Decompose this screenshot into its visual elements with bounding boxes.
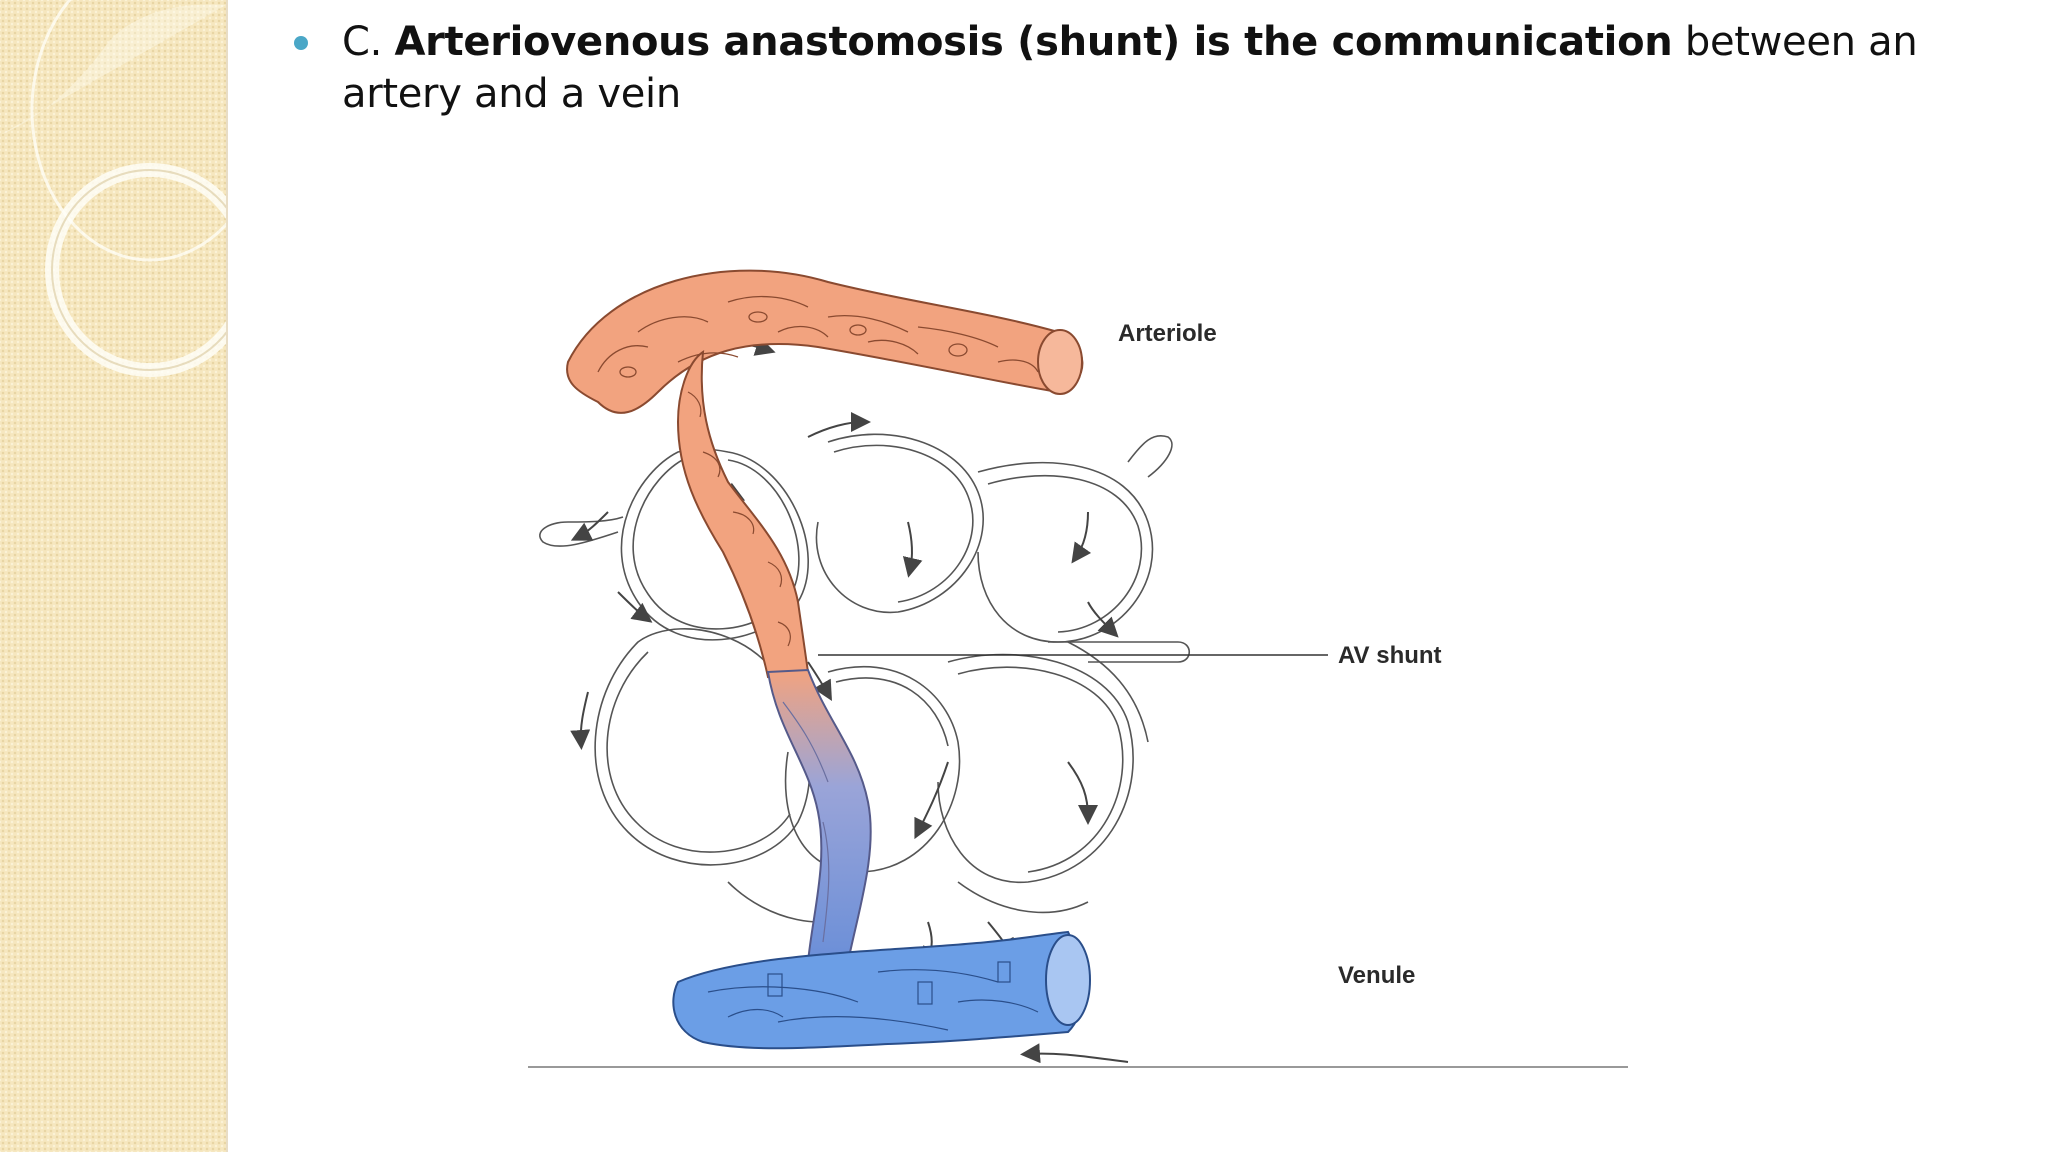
sidebar-rings-decoration bbox=[0, 0, 226, 377]
arteriole-vessel bbox=[566, 269, 1084, 679]
venule-vessel bbox=[672, 930, 1091, 1050]
decorative-sidebar bbox=[0, 0, 228, 1152]
capillary-network bbox=[539, 433, 1191, 923]
arteriole-label: Arteriole bbox=[1118, 320, 1217, 347]
venule-label: Venule bbox=[1338, 962, 1416, 989]
av-shunt-label: AV shunt bbox=[1338, 642, 1442, 669]
bullet-point: C. Arteriovenous anastomosis (shunt) is … bbox=[294, 16, 2014, 120]
bullet-prefix: C. bbox=[342, 19, 383, 65]
bullet-text: C. Arteriovenous anastomosis (shunt) is … bbox=[342, 16, 2014, 120]
bullet-icon bbox=[294, 36, 308, 50]
av-shunt-diagram: Arteriole AV shunt Venule bbox=[528, 222, 1628, 1072]
bullet-rest-text: between an artery and a vein bbox=[342, 19, 1918, 117]
bullet-bold-text: Arteriovenous anastomosis (shunt) is the… bbox=[394, 19, 1673, 65]
av-shunt-illustration bbox=[528, 269, 1628, 1068]
av-shunt-vessel bbox=[766, 668, 872, 963]
